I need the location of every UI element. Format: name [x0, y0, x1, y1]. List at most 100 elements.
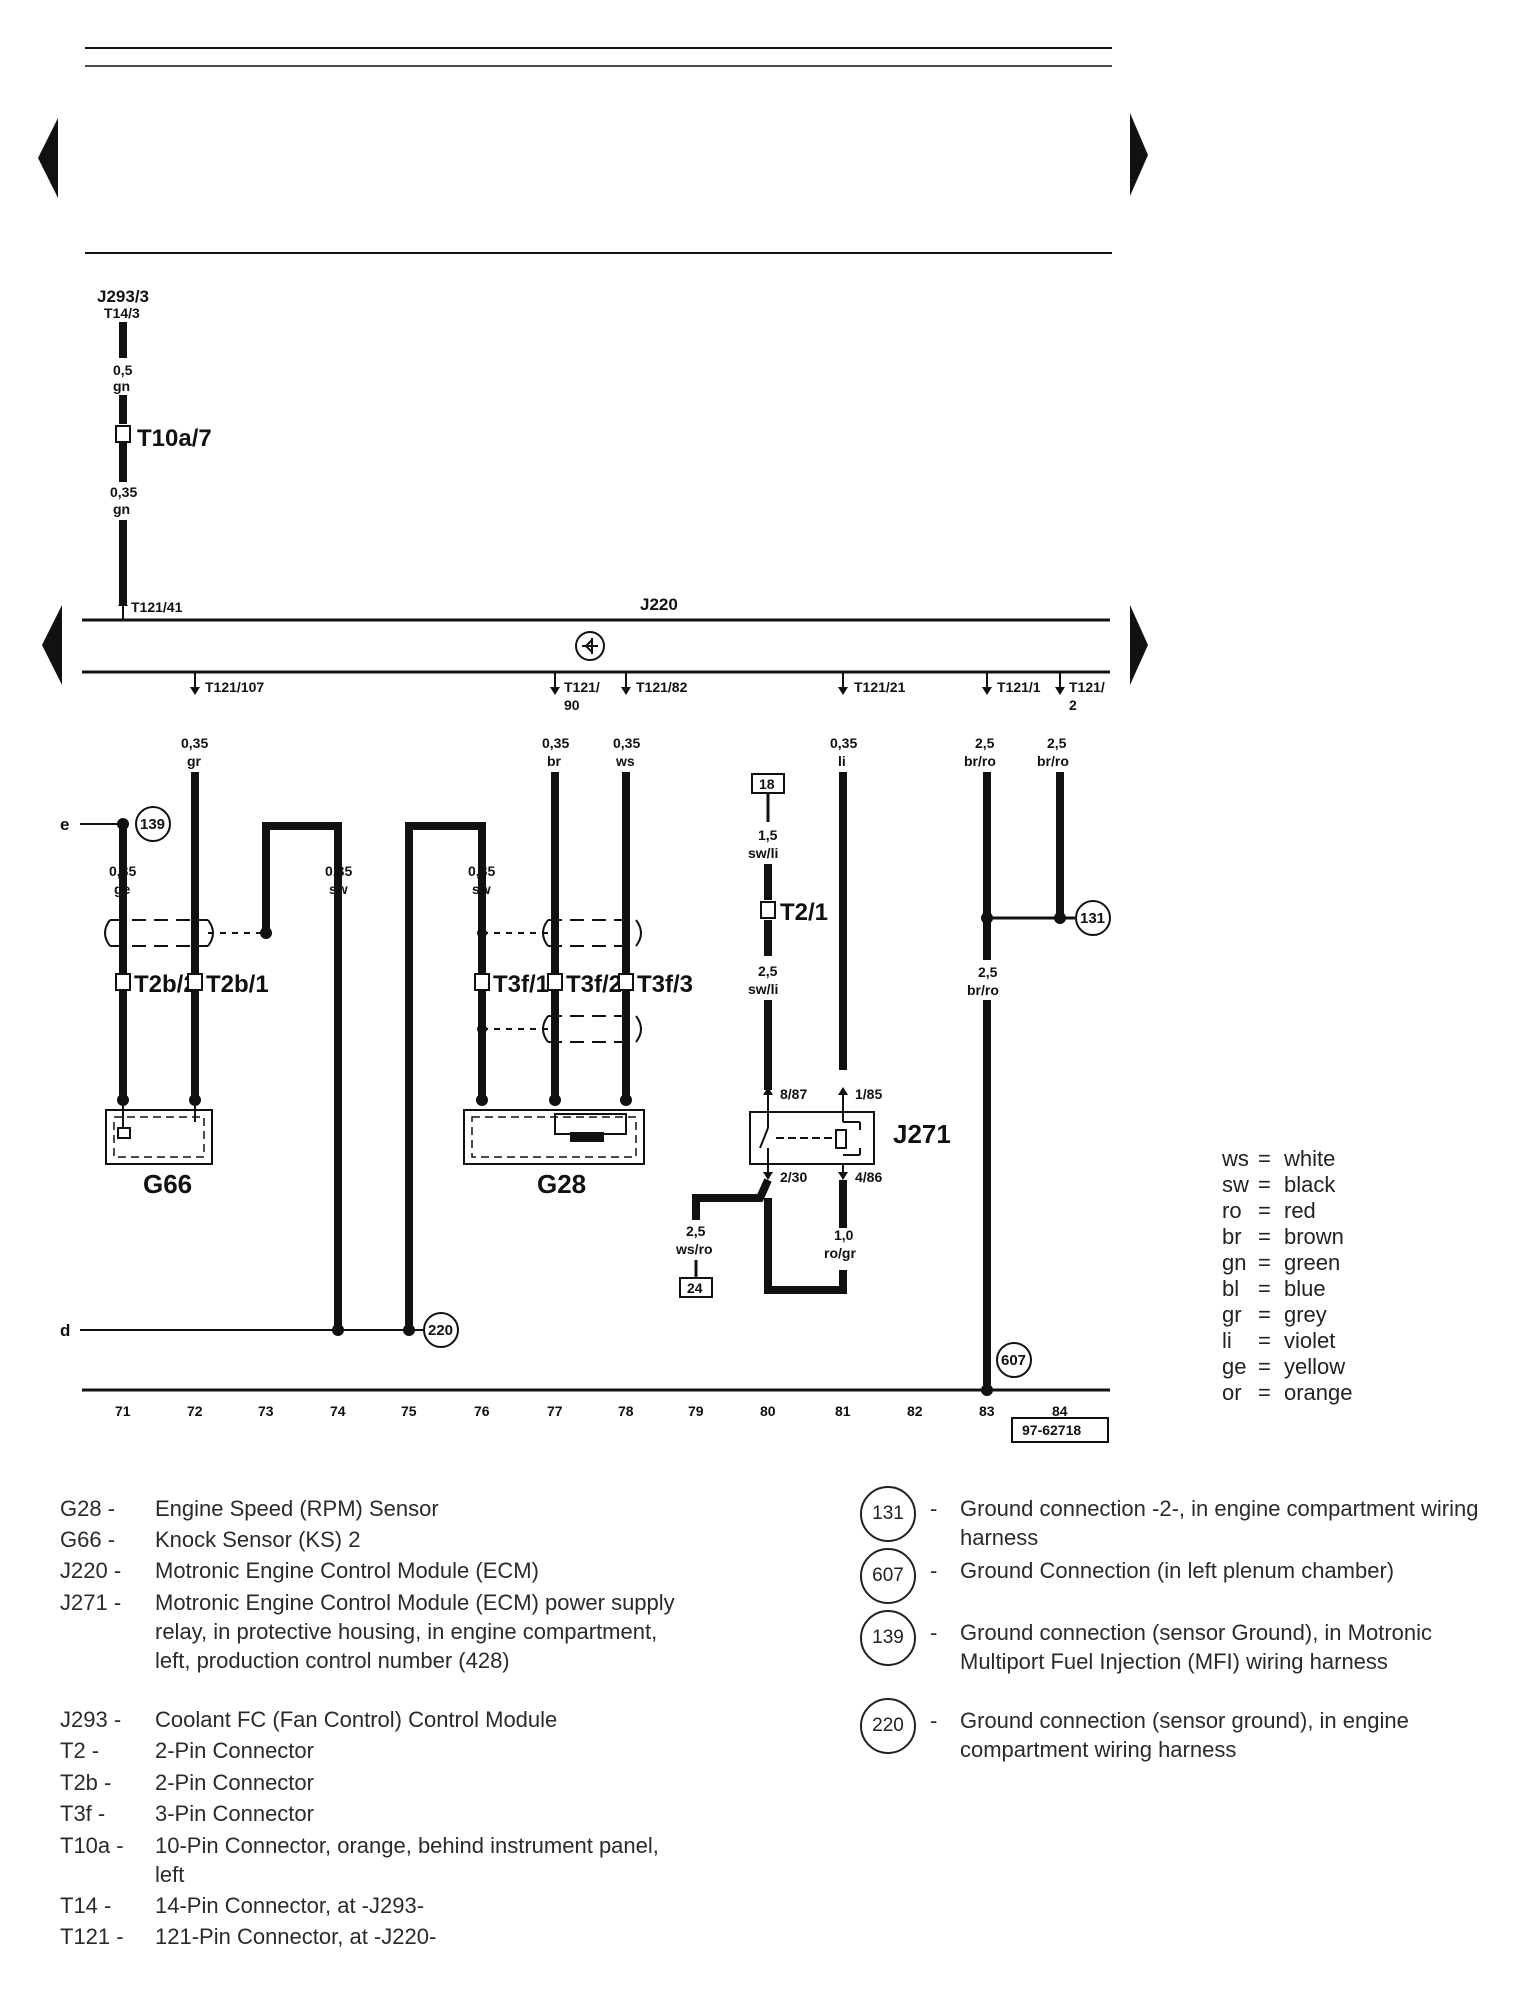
- color-code-name: yellow: [1284, 1354, 1345, 1379]
- color-code-equals: =: [1258, 1172, 1271, 1197]
- wire-83-size: 2,5: [975, 735, 995, 751]
- pin-label-t121-1: T121/1: [997, 679, 1041, 695]
- pin-label-185: 1/85: [855, 1086, 882, 1102]
- wire-80a-color: sw/li: [748, 845, 778, 861]
- connector-t3f1-label: T3f/1: [493, 971, 549, 998]
- component-code: G28 -: [60, 1496, 116, 1521]
- ground-220-label: 220: [428, 1322, 453, 1339]
- color-code: ro: [1222, 1198, 1242, 1223]
- connector-t2-icon: [760, 901, 776, 919]
- wire-84-color: br/ro: [1037, 753, 1069, 769]
- connector-t3f3-icon: [618, 973, 634, 991]
- relay-j271-label: J271: [893, 1119, 951, 1149]
- j293-ref-label: J293/3: [97, 287, 149, 306]
- color-code-name: brown: [1284, 1224, 1344, 1249]
- component-description: 3-Pin Connector: [155, 1801, 314, 1826]
- connector-t10a-icon: [115, 425, 131, 443]
- ground-number-circle: 139: [860, 1610, 916, 1666]
- column-number: 71: [115, 1403, 131, 1419]
- wire-79-80: [692, 1178, 772, 1220]
- wire-75-76: [405, 822, 486, 1325]
- component-code: T10a -: [60, 1833, 124, 1858]
- wire-77-color: br: [547, 753, 562, 769]
- pin-arrow-486-icon: [838, 1172, 848, 1180]
- component-code: T14 -: [60, 1893, 112, 1918]
- wire-79-color: ws/ro: [675, 1241, 713, 1257]
- wire-73-shield: [262, 822, 342, 1325]
- fuse-box-24-label: 24: [687, 1280, 703, 1296]
- wire-74-size: 0,35: [325, 863, 352, 879]
- wire-71-top-size: 0,5: [113, 362, 133, 378]
- color-code-equals: =: [1258, 1224, 1271, 1249]
- pin-label-t121-90a: T121/: [564, 679, 600, 695]
- wire-71-mid-size: 0,35: [110, 484, 137, 500]
- wire-81b-color: ro/gr: [824, 1245, 856, 1261]
- connector-t2b1-icon: [187, 973, 203, 991]
- ground-607-circle: [996, 1342, 1032, 1378]
- ref-letter-d: d: [60, 1321, 70, 1340]
- component-code: T2b -: [60, 1770, 112, 1795]
- component-description: Motronic Engine Control Module (ECM) pow…: [155, 1590, 675, 1673]
- component-description: Coolant FC (Fan Control) Control Module: [155, 1707, 558, 1732]
- ground-131-circle: [1075, 900, 1111, 936]
- column-number: 76: [474, 1403, 490, 1419]
- component-code: G66 -: [60, 1527, 116, 1552]
- wire-72-size: 0,35: [181, 735, 208, 751]
- color-code-name: black: [1284, 1172, 1336, 1197]
- connector-t3f2-icon: [547, 973, 563, 991]
- component-code: T2 -: [60, 1738, 100, 1763]
- wire-83-color: br/ro: [964, 753, 996, 769]
- relay-switch-icon: [759, 1121, 861, 1164]
- prev-page-arrow-icon[interactable]: [38, 118, 58, 198]
- ground-dash: -: [930, 1620, 938, 1645]
- component-code: T3f -: [60, 1801, 106, 1826]
- sensor-g66-label: G66: [143, 1169, 192, 1199]
- component-description: Knock Sensor (KS) 2: [155, 1527, 361, 1552]
- column-number: 72: [187, 1403, 203, 1419]
- color-code: or: [1222, 1380, 1242, 1405]
- ground-description: Ground connection (sensor ground), in en…: [960, 1708, 1409, 1762]
- shield-g66: [104, 919, 266, 947]
- color-code-legend: ws=whitesw=blackro=redbr=browngn=greenbl…: [1221, 1146, 1353, 1405]
- prev-section-arrow-icon[interactable]: [42, 605, 62, 685]
- wire-80-81-loop: [764, 1198, 847, 1294]
- sensor-g28-box: [463, 1109, 645, 1165]
- ground-description: Ground connection (sensor Ground), in Mo…: [960, 1620, 1433, 1674]
- column-number: 73: [258, 1403, 274, 1419]
- column-number: 83: [979, 1403, 995, 1419]
- fuse-box-18-label: 18: [759, 776, 775, 792]
- color-code-name: orange: [1284, 1380, 1353, 1405]
- wire-84-size: 2,5: [1047, 735, 1067, 751]
- pin-arrow-230-icon: [763, 1172, 773, 1180]
- pin-label-t121-2a: T121/: [1069, 679, 1105, 695]
- ground-number-circle: 220: [860, 1698, 916, 1754]
- color-code-name: blue: [1284, 1276, 1326, 1301]
- component-description: 121-Pin Connector, at -J220-: [155, 1924, 437, 1949]
- color-code: br: [1222, 1224, 1242, 1249]
- ground-139-circle: [135, 806, 171, 842]
- component-code: J293 -: [60, 1707, 122, 1732]
- connector-t3f2-label: T3f/2: [566, 971, 622, 998]
- figure-number-box: [1011, 1417, 1109, 1443]
- color-code-equals: =: [1258, 1328, 1271, 1353]
- next-page-arrow-icon[interactable]: [1130, 113, 1148, 196]
- ground-description: Ground connection -2-, in engine compart…: [960, 1496, 1479, 1550]
- color-code-equals: =: [1258, 1302, 1271, 1327]
- column-number: 74: [330, 1403, 346, 1419]
- pin-arrow-887-icon: [763, 1087, 773, 1095]
- color-code-equals: =: [1258, 1276, 1271, 1301]
- figure-number: 97-62718: [1022, 1422, 1081, 1438]
- next-section-arrow-icon[interactable]: [1130, 605, 1148, 685]
- sensor-g28-label: G28: [537, 1169, 586, 1199]
- component-description: 2-Pin Connector: [155, 1738, 314, 1763]
- wire-81b-size: 1,0: [834, 1227, 854, 1243]
- component-code: J271 -: [60, 1590, 122, 1615]
- color-code: gn: [1222, 1250, 1246, 1275]
- color-code: sw: [1222, 1172, 1249, 1197]
- component-description: 14-Pin Connector, at -J293-: [155, 1893, 425, 1918]
- color-code-equals: =: [1258, 1250, 1271, 1275]
- wire-83b-color: br/ro: [967, 982, 999, 998]
- ground-139-label: 139: [140, 816, 165, 833]
